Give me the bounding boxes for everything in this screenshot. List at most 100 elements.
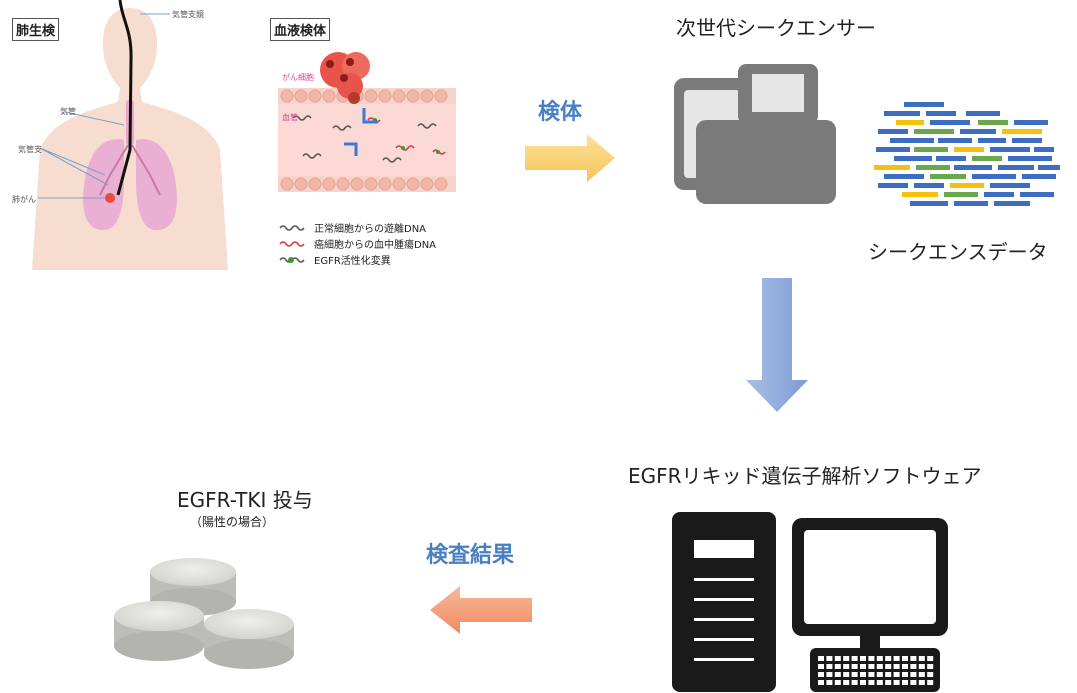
sequence-read bbox=[1002, 129, 1042, 134]
keyboard-key bbox=[927, 656, 934, 661]
sequence-data-label: シークエンスデータ bbox=[868, 240, 1048, 264]
sequence-read bbox=[914, 147, 948, 152]
keyboard-key bbox=[851, 672, 858, 677]
keyboard-key bbox=[818, 680, 824, 685]
blood-sample-label: 血液検体 bbox=[270, 18, 331, 41]
keyboard-key bbox=[927, 664, 934, 669]
sequencer-icon bbox=[674, 64, 836, 204]
sequence-read bbox=[966, 111, 1000, 116]
keyboard-key bbox=[876, 672, 883, 677]
sequence-read bbox=[876, 147, 910, 152]
keyboard-key bbox=[860, 664, 866, 669]
keyboard-key bbox=[860, 656, 866, 661]
sequence-read bbox=[944, 192, 978, 197]
keyboard-key bbox=[860, 680, 866, 685]
keyboard-key bbox=[826, 680, 833, 685]
keyboard-key bbox=[902, 664, 908, 669]
sequence-read bbox=[972, 174, 1016, 179]
sequence-reads-icon bbox=[874, 102, 1060, 206]
keyboard-key bbox=[843, 680, 850, 685]
keyboard-key bbox=[826, 664, 833, 669]
sequence-read bbox=[938, 138, 972, 143]
keyboard-key bbox=[893, 656, 900, 661]
treatment-subtitle: （陽性の場合） bbox=[190, 515, 275, 529]
keyboard-key bbox=[927, 680, 934, 685]
keyboard-key bbox=[876, 664, 883, 669]
sequence-read bbox=[954, 201, 988, 206]
keyboard-key bbox=[851, 680, 858, 685]
keyboard-key bbox=[868, 680, 875, 685]
keyboard-key bbox=[885, 672, 892, 677]
sequence-read bbox=[990, 147, 1030, 152]
cancer-cell-annotation: がん細胞 bbox=[282, 73, 314, 82]
result-arrow bbox=[430, 586, 532, 634]
sequence-read bbox=[1034, 147, 1054, 152]
sequence-read bbox=[1014, 120, 1048, 125]
legend-swatch-normal-dna bbox=[279, 225, 305, 231]
keyboard-key bbox=[834, 656, 841, 661]
keyboard-key bbox=[843, 664, 850, 669]
trachea-annotation: 気管 bbox=[60, 107, 76, 116]
keyboard-key bbox=[893, 680, 900, 685]
keyboard-key bbox=[910, 680, 917, 685]
sequence-read bbox=[878, 183, 908, 188]
keyboard-key bbox=[876, 656, 883, 661]
sequence-read bbox=[914, 129, 954, 134]
keyboard-key bbox=[927, 672, 934, 677]
sequence-read bbox=[1038, 165, 1060, 170]
sequence-read bbox=[960, 129, 996, 134]
keyboard-key bbox=[818, 656, 824, 661]
keyboard-key bbox=[834, 680, 841, 685]
legend-swatch-tumor-dna bbox=[279, 241, 305, 247]
analysis-arrow bbox=[746, 278, 808, 412]
sequence-read bbox=[1022, 174, 1056, 179]
sequence-read bbox=[874, 165, 910, 170]
blood-vessel-illustration bbox=[278, 52, 456, 192]
sequence-read bbox=[950, 183, 984, 188]
sequence-read bbox=[902, 192, 938, 197]
keyboard-key bbox=[885, 656, 892, 661]
sequence-read bbox=[954, 165, 992, 170]
keyboard-key bbox=[851, 656, 858, 661]
sequence-read bbox=[910, 201, 948, 206]
sequence-read bbox=[998, 165, 1034, 170]
sequence-read bbox=[930, 120, 970, 125]
sample-arrow-label: 検体 bbox=[538, 100, 583, 125]
sequence-read bbox=[1020, 192, 1054, 197]
keyboard-key bbox=[910, 672, 917, 677]
keyboard-key bbox=[902, 680, 908, 685]
treatment-title-text: EGFR-TKI 投与 bbox=[177, 488, 313, 512]
sequencer-title: 次世代シークエンサー bbox=[676, 16, 876, 40]
legend-normal-dna: 正常細胞からの遊離DNA bbox=[314, 224, 427, 235]
sequence-read bbox=[984, 192, 1014, 197]
keyboard-key bbox=[834, 664, 841, 669]
keyboard-key bbox=[868, 656, 875, 661]
sequence-read bbox=[878, 129, 908, 134]
bronchus-annotation: 気管支 bbox=[18, 145, 42, 154]
keyboard-key bbox=[818, 664, 824, 669]
computer-icon bbox=[672, 512, 948, 692]
lung-cancer-annotation: 肺がん bbox=[12, 195, 36, 204]
keyboard-key bbox=[834, 672, 841, 677]
sequence-read bbox=[896, 120, 924, 125]
keyboard-key bbox=[826, 672, 833, 677]
sequence-read bbox=[904, 102, 944, 107]
keyboard-key bbox=[868, 664, 875, 669]
keyboard-key bbox=[843, 656, 850, 661]
software-title: EGFRリキッド遺伝子解析ソフトウェア bbox=[628, 464, 982, 488]
keyboard-key bbox=[910, 664, 917, 669]
legend-swatch-egfr-mutation bbox=[279, 257, 305, 263]
keyboard-key bbox=[910, 656, 917, 661]
sequence-read bbox=[990, 183, 1030, 188]
sequence-read bbox=[972, 156, 1002, 161]
keyboard-key bbox=[818, 672, 824, 677]
sequence-read bbox=[1008, 156, 1052, 161]
bronchoscope-annotation: 気管支鏡 bbox=[172, 10, 204, 19]
keyboard-key bbox=[851, 664, 858, 669]
keyboard-key bbox=[893, 672, 900, 677]
lung-biopsy-label: 肺生検 bbox=[12, 18, 60, 41]
sequence-read bbox=[994, 201, 1030, 206]
keyboard-key bbox=[826, 656, 833, 661]
keyboard-key bbox=[868, 672, 875, 677]
keyboard-key bbox=[918, 672, 925, 677]
